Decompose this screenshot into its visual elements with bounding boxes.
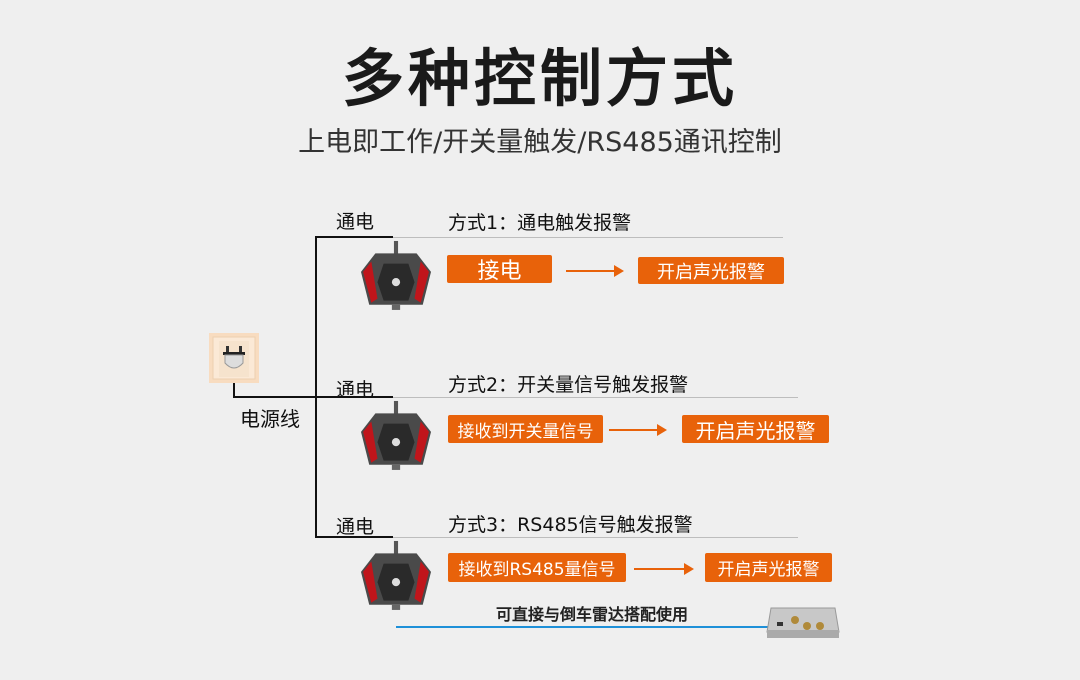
mode-heading-1: 方式1：通电触发报警 xyxy=(448,212,632,234)
page-subtitle: 上电即工作/开关量触发/RS485通讯控制 xyxy=(298,127,782,158)
arrow-1 xyxy=(566,265,624,277)
result-box-3: 开启声光报警 xyxy=(705,553,832,582)
wall-socket-icon xyxy=(209,333,259,383)
link-line xyxy=(396,626,768,628)
alarm-device-3-icon xyxy=(361,540,431,610)
main-wire xyxy=(315,237,317,538)
power-label-1: 通电 xyxy=(336,211,375,233)
mode-heading-2: 方式2：开关量信号触发报警 xyxy=(448,374,689,396)
wire-3 xyxy=(315,536,393,538)
arrow-3 xyxy=(634,563,694,575)
alarm-device-1-icon xyxy=(361,240,431,310)
trigger-box-1: 接电 xyxy=(447,255,552,284)
trigger-box-3: 接收到RS485量信号 xyxy=(448,553,626,582)
power-cord xyxy=(233,370,235,398)
trigger-box-2: 接收到开关量信号 xyxy=(448,415,603,443)
power-label-2: 通电 xyxy=(336,379,375,401)
result-box-2: 开启声光报警 xyxy=(682,415,829,443)
mode-heading-3: 方式3：RS485信号触发报警 xyxy=(448,514,693,536)
wire-2 xyxy=(233,396,393,398)
divider-3 xyxy=(393,537,798,538)
result-box-1: 开启声光报警 xyxy=(638,257,784,284)
alarm-device-2-icon xyxy=(361,400,431,470)
wire-1 xyxy=(315,236,393,238)
reversing-radar-unit-icon xyxy=(766,607,840,638)
footer-note: 可直接与倒车雷达搭配使用 xyxy=(496,605,689,624)
divider-1 xyxy=(393,237,783,238)
power-label-3: 通电 xyxy=(336,516,375,538)
page-title: 多种控制方式 xyxy=(341,42,738,115)
divider-2 xyxy=(393,397,798,398)
arrow-2 xyxy=(609,424,667,436)
power-cord-label: 电源线 xyxy=(240,407,300,431)
